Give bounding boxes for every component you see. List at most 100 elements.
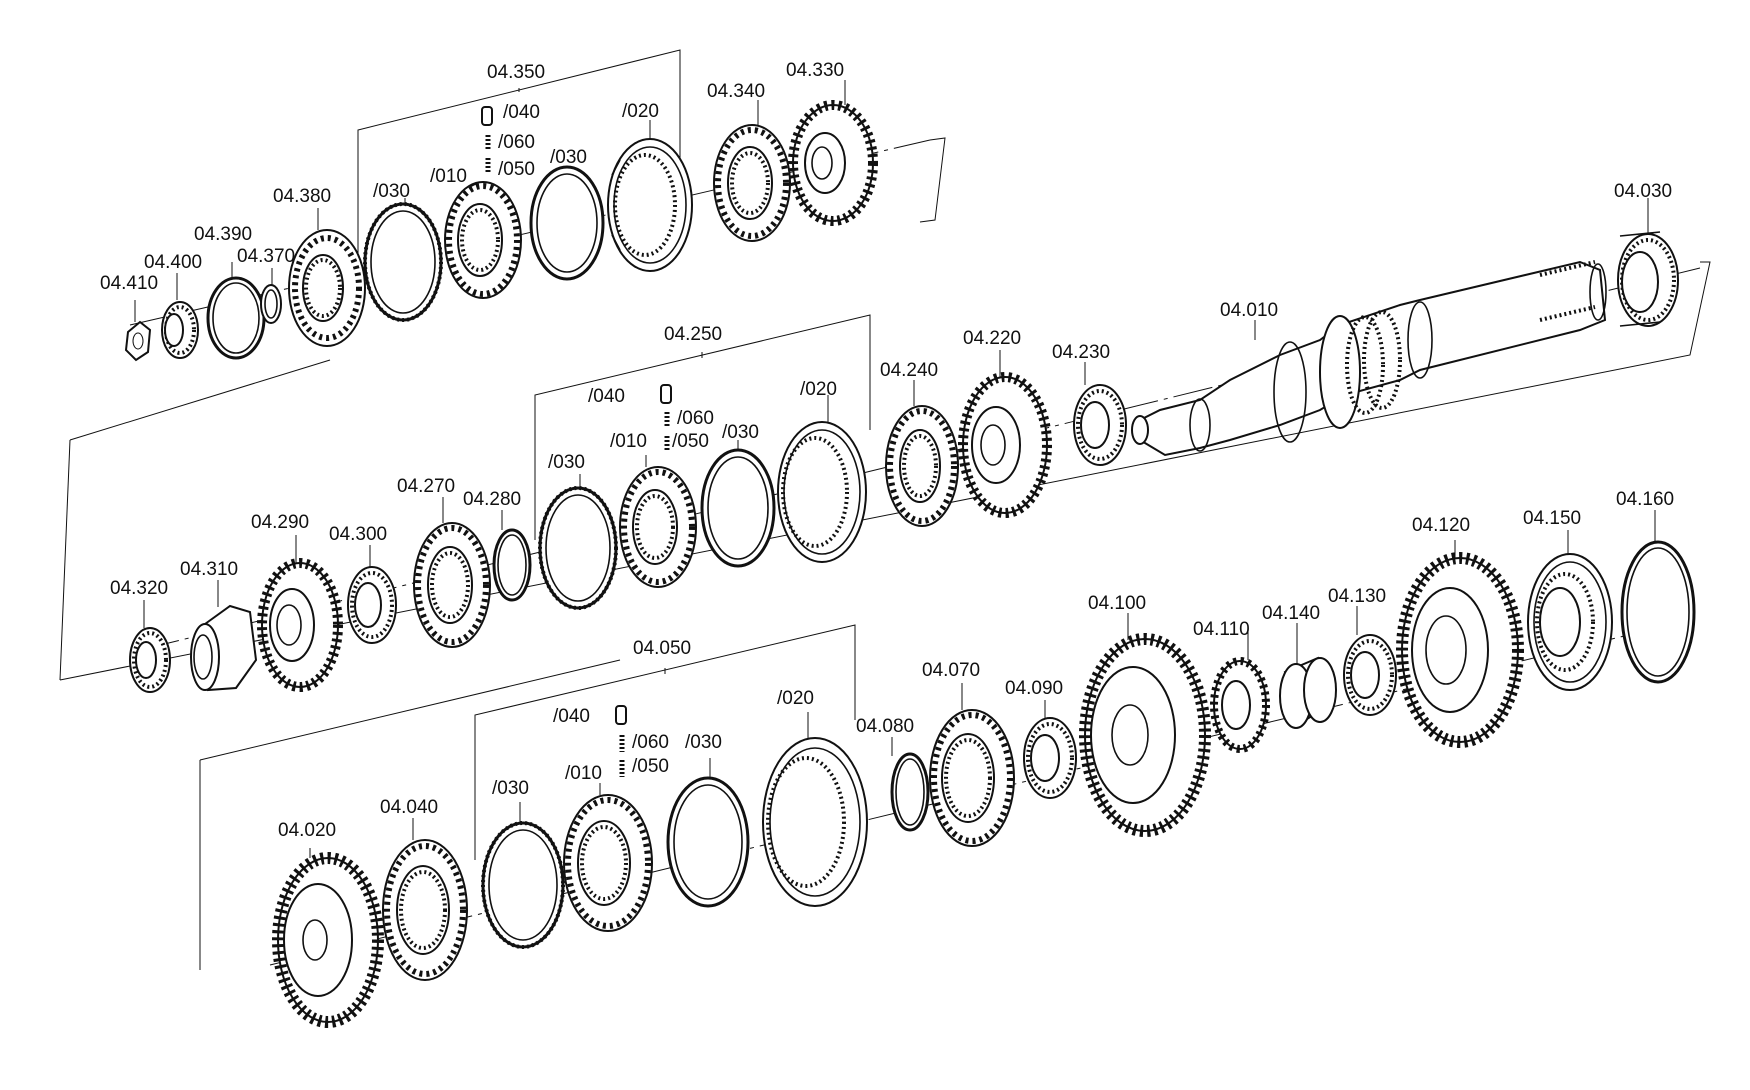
label-04-330: 04.330 xyxy=(786,60,844,81)
synchro-ring-04-350-030-a xyxy=(363,202,443,322)
needle-bearing-04-090 xyxy=(1023,717,1077,799)
label-04-230: 04.230 xyxy=(1052,342,1110,363)
bushing-04-310 xyxy=(190,604,258,692)
label-04-040: 04.040 xyxy=(380,797,438,818)
pin-set-04-050 xyxy=(615,705,627,777)
label-04-090: 04.090 xyxy=(1005,678,1063,699)
label-04-250: 04.250 xyxy=(664,324,722,345)
label-04-390: 04.390 xyxy=(194,224,252,245)
label-04-350-030-b: /030 xyxy=(550,147,587,168)
clutch-disc-04-270 xyxy=(413,522,491,648)
group-brackets xyxy=(357,49,871,860)
middle-row-parts xyxy=(129,372,1127,693)
label-04-010: 04.010 xyxy=(1220,300,1278,321)
label-04-250-030-a: /030 xyxy=(548,452,585,473)
label-04-050-020: /020 xyxy=(777,688,814,709)
label-04-350-060: /060 xyxy=(498,132,535,153)
main-shaft-04-010 xyxy=(1131,260,1607,457)
label-04-310: 04.310 xyxy=(180,559,238,580)
label-04-400: 04.400 xyxy=(144,252,202,273)
needle-bearing-04-230 xyxy=(1073,384,1127,466)
label-04-300: 04.300 xyxy=(329,524,387,545)
lock-washer-04-410 xyxy=(124,320,152,362)
sliding-sleeve-04-050-020 xyxy=(762,737,868,907)
part-labels: 04.350 /040 /060 /050 /010 /030 /030 /02… xyxy=(100,60,1674,841)
label-04-250-010: /010 xyxy=(610,431,647,452)
pin-set-04-250 xyxy=(660,384,672,452)
label-04-410: 04.410 xyxy=(100,273,158,294)
label-04-320: 04.320 xyxy=(110,578,168,599)
label-04-250-030-b: /030 xyxy=(722,422,759,443)
synchro-ring-04-250-030-b xyxy=(700,448,776,568)
label-04-020: 04.020 xyxy=(278,820,336,841)
synchro-ring-04-350-030-b xyxy=(529,165,605,281)
label-04-080: 04.080 xyxy=(856,716,914,737)
label-04-350-050: /050 xyxy=(498,159,535,180)
synchro-hub-04-050-010 xyxy=(563,794,653,932)
label-04-050-010: /010 xyxy=(565,763,602,784)
label-04-250-040: /040 xyxy=(588,386,625,407)
sliding-sleeve-04-250-020 xyxy=(777,421,867,563)
label-04-160: 04.160 xyxy=(1616,489,1674,510)
circlip-04-160 xyxy=(1620,540,1696,684)
gear-04-100 xyxy=(1079,633,1211,837)
label-04-050: 04.050 xyxy=(633,638,691,659)
label-04-350-040: /040 xyxy=(503,102,540,123)
label-04-030: 04.030 xyxy=(1614,181,1672,202)
label-04-220: 04.220 xyxy=(963,328,1021,349)
label-04-270: 04.270 xyxy=(397,476,455,497)
gear-04-330 xyxy=(788,100,878,226)
label-04-250-050: /050 xyxy=(672,431,709,452)
gear-04-120 xyxy=(1396,552,1524,748)
label-04-350-010: /010 xyxy=(430,166,467,187)
label-04-110: 04.110 xyxy=(1193,619,1250,640)
label-04-120: 04.120 xyxy=(1412,515,1470,536)
needle-bearing-04-300 xyxy=(347,566,397,644)
label-04-050-040: /040 xyxy=(553,706,590,727)
label-04-130: 04.130 xyxy=(1328,586,1386,607)
clutch-disc-04-240 xyxy=(885,405,959,527)
needle-bearing-04-130 xyxy=(1343,634,1397,716)
synchro-ring-04-050-030-a xyxy=(481,821,565,949)
clutch-disc-04-070 xyxy=(929,709,1015,847)
label-04-100: 04.100 xyxy=(1088,593,1146,614)
label-04-380: 04.380 xyxy=(273,186,331,207)
needle-bearing-04-320 xyxy=(129,627,171,693)
label-04-050-060: /060 xyxy=(632,732,669,753)
circlip-04-390 xyxy=(206,276,266,360)
label-04-070: 04.070 xyxy=(922,660,980,681)
clutch-disc-04-340 xyxy=(713,124,791,242)
label-04-050-030-a: /030 xyxy=(492,778,529,799)
label-04-350-020: /020 xyxy=(622,101,659,122)
gear-04-020 xyxy=(272,852,384,1028)
synchro-ring-04-050-030-b xyxy=(666,776,750,908)
gear-04-290 xyxy=(257,558,343,692)
label-04-050-030-b: /030 xyxy=(685,732,722,753)
label-04-280: 04.280 xyxy=(463,489,521,510)
synchro-hub-04-350-010 xyxy=(444,181,522,299)
label-04-350-030-a: /030 xyxy=(373,181,410,202)
gear-04-110 xyxy=(1210,657,1270,753)
label-04-150: 04.150 xyxy=(1523,508,1581,529)
bushing-04-140 xyxy=(1279,656,1337,729)
label-04-370: 04.370 xyxy=(237,246,295,267)
gear-04-220 xyxy=(958,372,1052,518)
label-04-350: 04.350 xyxy=(487,62,545,83)
clutch-disc-04-040 xyxy=(382,839,468,981)
needle-bearing-04-030 xyxy=(1617,231,1679,327)
bearing-04-150 xyxy=(1527,553,1613,691)
label-04-250-060: /060 xyxy=(677,408,714,429)
label-04-340: 04.340 xyxy=(707,81,765,102)
label-04-140: 04.140 xyxy=(1262,603,1320,624)
label-04-250-020: /020 xyxy=(800,379,837,400)
synchro-hub-04-250-010 xyxy=(619,466,697,588)
bearing-04-400 xyxy=(161,301,199,359)
label-04-290: 04.290 xyxy=(251,512,309,533)
pin-set-04-350 xyxy=(481,106,493,173)
circlip-04-280 xyxy=(492,528,532,602)
clutch-body-04-380 xyxy=(288,229,366,347)
sliding-sleeve-04-350-020 xyxy=(607,138,693,272)
label-04-050-050: /050 xyxy=(632,756,669,777)
synchro-ring-04-250-030-a xyxy=(538,486,618,610)
